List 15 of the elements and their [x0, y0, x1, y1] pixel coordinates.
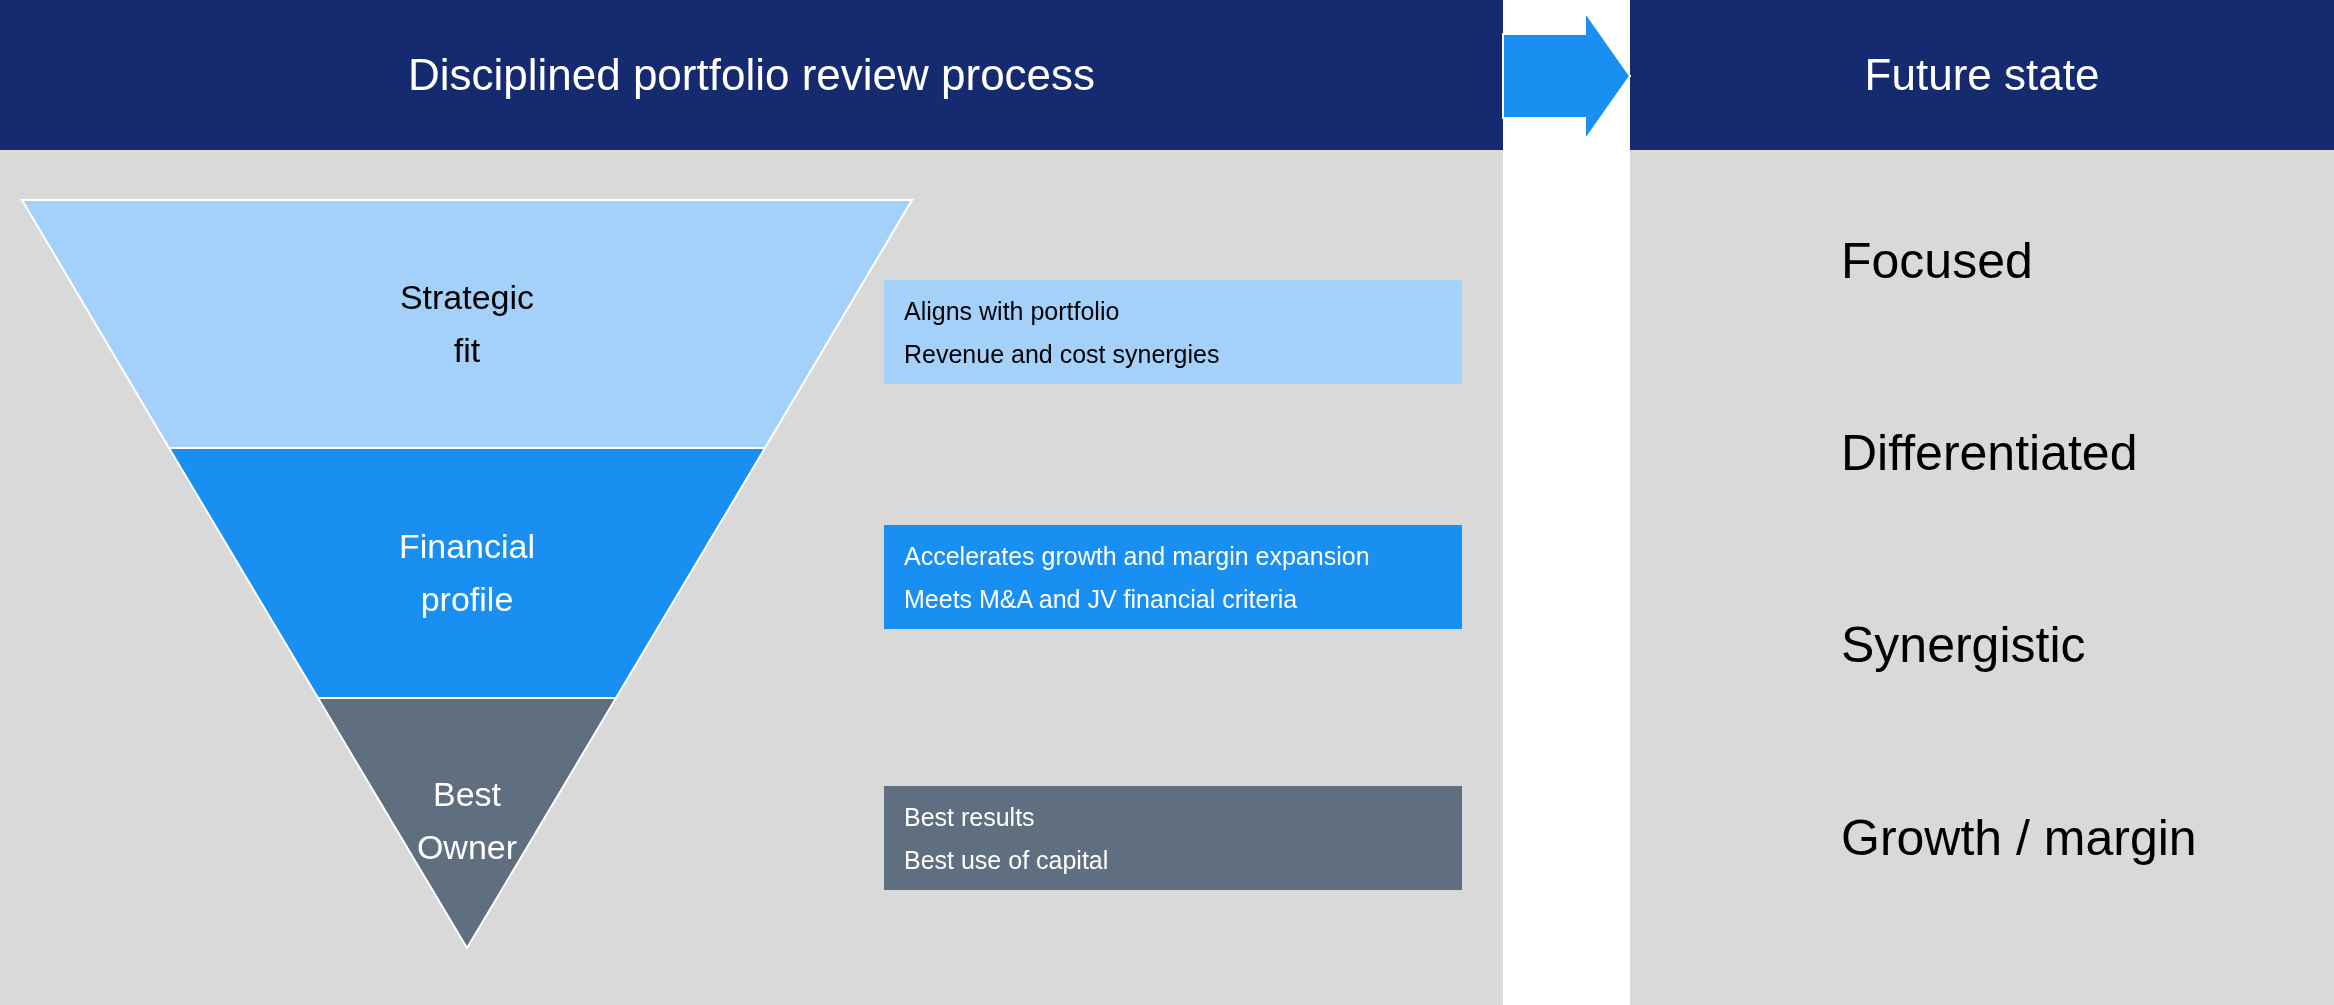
funnel-section: Financial profile: [169, 448, 765, 698]
funnel-section: Best Owner: [318, 698, 616, 948]
state-label: Differentiated: [1841, 424, 2138, 482]
state-label: Focused: [1841, 232, 2033, 290]
header-bar: Future state: [1630, 0, 2334, 150]
header-bar: Disciplined portfolio review process: [0, 0, 1503, 150]
state-label: Growth / margin: [1841, 809, 2197, 867]
criteria-text: Best results: [904, 801, 1036, 832]
criteria-box: [884, 525, 1462, 629]
criteria-text: Meets M&A and JV financial criteria: [904, 583, 1299, 614]
state-label: Synergistic: [1841, 616, 2086, 674]
criteria-text: Best use of capital: [904, 844, 1110, 875]
criteria-text: Accelerates growth and margin expansion: [904, 540, 1371, 571]
criteria-box: [884, 280, 1462, 384]
criteria-box: [884, 786, 1462, 890]
